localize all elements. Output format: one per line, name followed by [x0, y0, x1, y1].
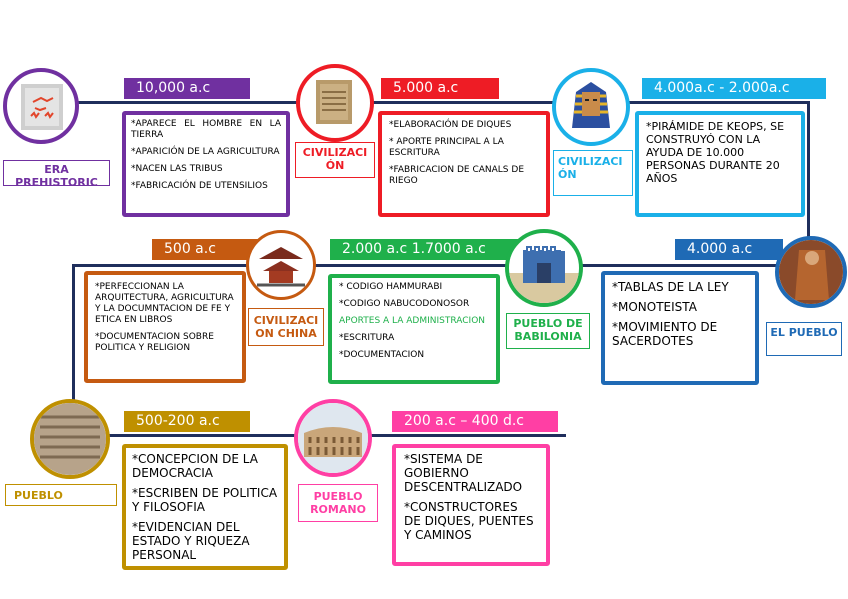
- rome-date: 200 a.c – 400 d.c: [392, 411, 558, 432]
- babylon-label: PUEBLO DE BABILONIA: [506, 313, 590, 349]
- babylon-item: APORTES A LA ADMINISTRACION: [339, 316, 486, 326]
- first-civ-image: [296, 64, 374, 142]
- greece-item: *EVIDENCIAN DEL ESTADO Y RIQUEZA PERSONA…: [132, 520, 250, 562]
- prehistoric-item: *APARICIÓN DE LA AGRICULTURA: [131, 147, 280, 157]
- egypt-item: *PIRÁMIDE DE KEOPS, SE CONSTRUYÓ CON LA …: [646, 120, 785, 185]
- prehistoric-image: [3, 68, 79, 144]
- rome-box: *SISTEMA DE GOBIERNO DESCENTRALIZADO *CO…: [392, 444, 550, 566]
- greece-label: PUEBLO: [5, 484, 117, 506]
- greece-box: *CONCEPCION DE LA DEMOCRACIA *ESCRIBEN D…: [122, 444, 288, 570]
- babylon-item: * CODIGO HAMMURABI: [339, 282, 443, 292]
- greece-image: [30, 399, 110, 479]
- timeline-row-1: [70, 101, 810, 104]
- timeline-connector-left: [72, 264, 75, 436]
- greece-item: *CONCEPCION DE LA DEMOCRACIA: [132, 452, 258, 480]
- first-civ-date: 5.000 a.c: [381, 78, 499, 99]
- rome-item: *SISTEMA DE GOBIERNO DESCENTRALIZADO: [404, 452, 523, 494]
- prehistoric-date: 10,000 a.c: [124, 78, 250, 99]
- china-date: 500 a.c: [152, 239, 262, 260]
- babylon-box: * CODIGO HAMMURABI *CODIGO NABUCODONOSOR…: [328, 274, 500, 384]
- prehistoric-item: *NACEN LAS TRIBUS: [131, 164, 223, 174]
- hebrew-image: [775, 236, 847, 308]
- rome-label: PUEBLO ROMANO: [298, 484, 378, 522]
- hebrew-box: *TABLAS DE LA LEY *MONOTEISTA *MOVIMIENT…: [601, 271, 759, 385]
- china-item: *PERFECCIONAN LA ARQUITECTURA, AGRICULTU…: [95, 282, 234, 325]
- babylon-date: 2.000 a.c 1.7000 a.c: [330, 239, 522, 260]
- first-civ-item: *ELABORACIÓN DE DIQUES: [389, 120, 512, 130]
- hebrew-label: EL PUEBLO: [766, 322, 842, 356]
- hebrew-item: *MONOTEISTA: [612, 300, 697, 314]
- babylon-item: *CODIGO NABUCODONOSOR: [339, 299, 470, 309]
- egypt-box: *PIRÁMIDE DE KEOPS, SE CONSTRUYÓ CON LA …: [635, 111, 805, 217]
- first-civ-item: * APORTE PRINCIPAL A LA ESCRITURA: [389, 137, 504, 158]
- rome-item: *CONSTRUCTORES DE DIQUES, PUENTES Y CAMI…: [404, 500, 534, 542]
- prehistoric-item: *FABRICACIÓN DE UTENSILIOS: [131, 181, 268, 191]
- rome-image: [294, 399, 372, 477]
- prehistoric-item: *APARECE EL HOMBRE EN LA TIERRA: [131, 119, 281, 140]
- china-image: [246, 230, 316, 300]
- greece-item: *ESCRIBEN DE POLITICA Y FILOSOFIA: [132, 486, 278, 514]
- prehistoric-box: *APARECE EL HOMBRE EN LA TIERRA *APARICI…: [122, 111, 290, 217]
- hebrew-item: *TABLAS DE LA LEY: [612, 280, 729, 294]
- china-box: *PERFECCIONAN LA ARQUITECTURA, AGRICULTU…: [84, 271, 246, 383]
- first-civ-label: CIVILIZACI ÓN: [295, 142, 375, 178]
- hebrew-date: 4.000 a.c: [675, 239, 783, 260]
- greece-date: 500-200 a.c: [124, 411, 250, 432]
- babylon-image: [505, 229, 583, 307]
- china-item: *DOCUMENTACION SOBRE POLITICA Y RELIGION: [95, 332, 214, 353]
- prehistoric-label: ERA PREHISTORIC: [3, 160, 110, 186]
- egypt-label: CIVILIZACI ÓN: [553, 150, 633, 196]
- egypt-date: 4.000a.c - 2.000a.c: [642, 78, 826, 99]
- babylon-item: *ESCRITURA: [339, 333, 395, 343]
- babylon-item: *DOCUMENTACION: [339, 350, 425, 360]
- hebrew-item: *MOVIMIENTO DE SACERDOTES: [612, 320, 718, 348]
- first-civ-item: *FABRICACION DE CANALS DE RIEGO: [389, 165, 524, 186]
- china-label: CIVILIZACI ON CHINA: [248, 308, 324, 346]
- egypt-image: [552, 68, 630, 146]
- timeline-connector-right: [807, 101, 810, 267]
- first-civ-box: *ELABORACIÓN DE DIQUES * APORTE PRINCIPA…: [378, 111, 550, 217]
- timeline-row-2: [72, 264, 810, 267]
